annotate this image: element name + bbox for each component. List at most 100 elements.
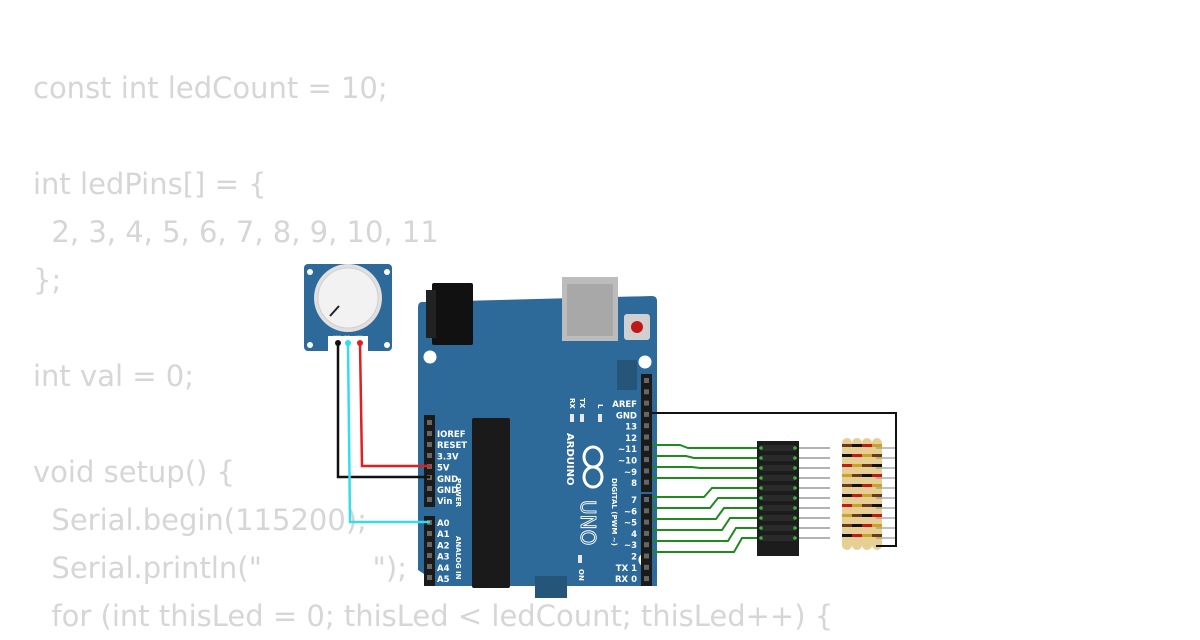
header-hole[interactable] — [644, 479, 649, 485]
reset-button-cap[interactable] — [631, 321, 643, 333]
header-hole[interactable] — [644, 508, 649, 514]
digital-header-bottom[interactable] — [641, 494, 652, 586]
header-hole[interactable] — [644, 378, 649, 383]
led-wire[interactable] — [652, 466, 760, 469]
resistor-band — [852, 524, 862, 527]
power-header[interactable] — [424, 415, 435, 507]
header-hole[interactable] — [427, 497, 432, 502]
header-hole[interactable] — [644, 519, 649, 525]
header-hole[interactable] — [644, 400, 649, 406]
rx-led — [570, 414, 574, 422]
potentiometer-knob[interactable] — [317, 267, 379, 329]
led-segment[interactable] — [761, 485, 795, 491]
digital-pin-label: 7 — [631, 496, 637, 506]
led-segment[interactable] — [761, 495, 795, 501]
digital-pin-label: ~11 — [618, 445, 637, 455]
header-hole[interactable] — [427, 453, 432, 458]
resistor-band — [842, 444, 852, 447]
icsp-header — [617, 360, 637, 390]
led-pin — [793, 526, 797, 530]
code-line: int val = 0; — [33, 359, 194, 393]
led-wire[interactable] — [652, 527, 760, 542]
atmega-chip — [472, 418, 510, 588]
header-hole[interactable] — [427, 420, 432, 425]
wire-gnd[interactable] — [336, 343, 430, 479]
resistor-band — [852, 504, 862, 507]
pot-pin-gnd[interactable] — [335, 340, 341, 346]
header-hole[interactable] — [644, 553, 649, 559]
led-pin — [759, 456, 763, 460]
digital-pin-label: ~10 — [618, 457, 637, 467]
resistor-band — [872, 464, 882, 467]
header-hole[interactable] — [644, 576, 649, 582]
potentiometer-module[interactable]: GND SIG VCC — [304, 264, 392, 351]
wire-gnd-return[interactable] — [652, 412, 897, 547]
header-hole[interactable] — [427, 442, 432, 447]
header-hole[interactable] — [644, 389, 649, 395]
code-line: Serial.begin(115200); — [33, 503, 367, 537]
resistor-band — [872, 454, 882, 457]
pot-pin-vcc[interactable] — [357, 340, 363, 346]
header-hole[interactable] — [427, 531, 432, 536]
header-hole[interactable] — [427, 486, 432, 491]
header-hole[interactable] — [644, 497, 649, 502]
led-wire[interactable] — [652, 517, 760, 531]
arduino-uno-board[interactable]: IOREFRESET3.3V5VGNDGNDVinA0A1A2A3A4A5ARE… — [418, 277, 657, 598]
led-segment[interactable] — [761, 465, 795, 471]
resistor-band — [862, 444, 872, 447]
led-wire[interactable] — [652, 507, 760, 520]
header-hole[interactable] — [427, 575, 432, 580]
led-segment[interactable] — [761, 515, 795, 521]
resistor-band — [872, 474, 882, 477]
resistor-array[interactable] — [842, 438, 896, 550]
digital-pin-label: ~3 — [624, 541, 637, 551]
header-hole[interactable] — [644, 468, 649, 474]
digital-header-top[interactable] — [641, 374, 652, 492]
header-hole[interactable] — [427, 431, 432, 436]
resistor-band — [872, 534, 882, 537]
resistor-band — [872, 494, 882, 497]
led-wire[interactable] — [652, 537, 760, 553]
led-segment[interactable] — [761, 535, 795, 541]
led-wire[interactable] — [652, 487, 760, 498]
header-hole[interactable] — [644, 434, 649, 440]
resistor-band — [852, 454, 862, 457]
analog-header[interactable] — [424, 516, 435, 586]
header-hole[interactable] — [644, 445, 649, 451]
led-segment[interactable] — [761, 455, 795, 461]
led-wire[interactable] — [652, 497, 760, 509]
pot-pin-sig[interactable] — [345, 340, 351, 346]
resistor-band — [842, 494, 852, 497]
led-segment[interactable] — [761, 445, 795, 451]
resistor-band — [842, 524, 852, 527]
header-hole[interactable] — [644, 564, 649, 570]
resistor-band — [842, 474, 852, 477]
led-segment[interactable] — [761, 475, 795, 481]
led-pin — [759, 486, 763, 490]
header-hole[interactable] — [427, 553, 432, 558]
wire-5v[interactable] — [358, 342, 430, 468]
power-title: POWER — [454, 478, 462, 508]
led-bar-graph[interactable] — [757, 441, 799, 556]
header-hole[interactable] — [427, 542, 432, 547]
usb-port-inner — [567, 284, 613, 336]
header-hole[interactable] — [644, 457, 649, 463]
header-hole[interactable] — [644, 542, 649, 548]
header-hole[interactable] — [644, 530, 649, 536]
header-hole[interactable] — [644, 411, 649, 417]
led-pin — [759, 466, 763, 470]
digital-pin-label: ~5 — [624, 519, 637, 529]
led-pin — [759, 516, 763, 520]
led-segment[interactable] — [761, 505, 795, 511]
wire-signal[interactable] — [346, 342, 430, 524]
led-wire[interactable] — [652, 444, 760, 449]
led-wire[interactable] — [652, 455, 760, 459]
digital-pin-label: RX 0 — [615, 575, 637, 585]
header-hole[interactable] — [644, 423, 649, 429]
resistor-band — [852, 494, 862, 497]
led-segment[interactable] — [761, 525, 795, 531]
led-pin — [793, 516, 797, 520]
tx-led — [580, 414, 584, 422]
header-hole[interactable] — [427, 564, 432, 569]
resistor-band — [842, 504, 852, 507]
